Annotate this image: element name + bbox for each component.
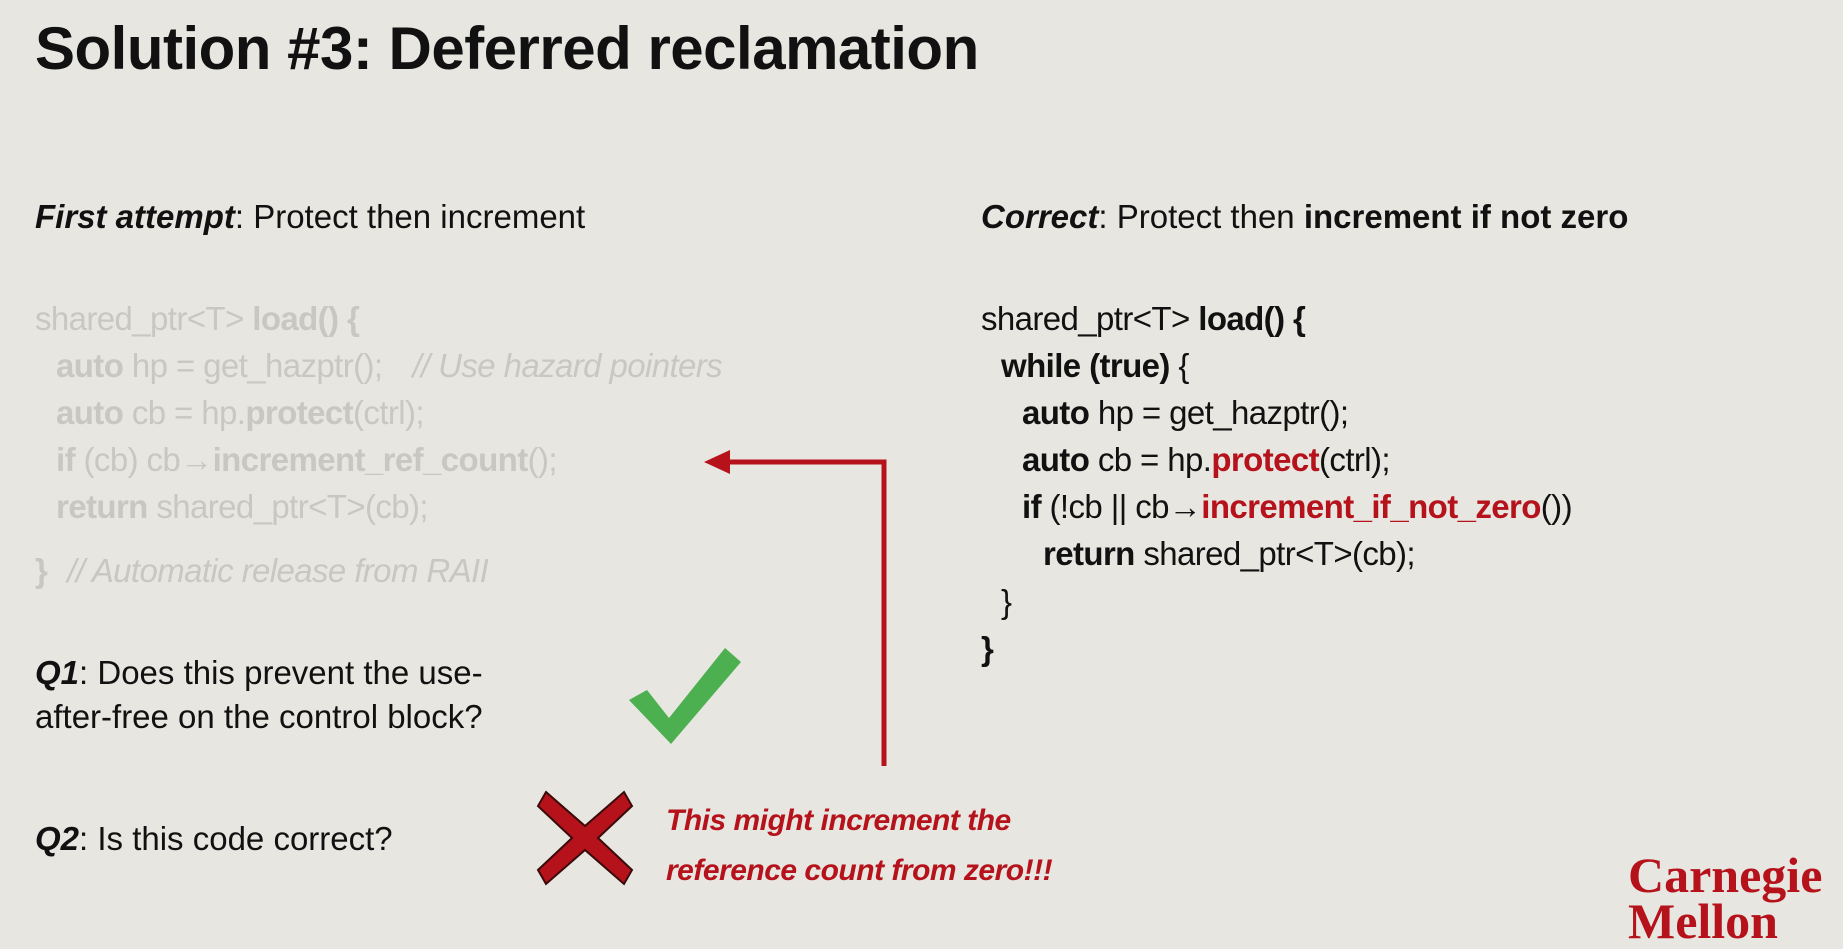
code-line: return shared_ptr<T>(cb); xyxy=(1043,535,1416,572)
code-line: shared_ptr<T> load() { xyxy=(981,300,1306,337)
code-line: auto hp = get_hazptr();// Use hazard poi… xyxy=(56,347,723,384)
left-heading-rest: : Protect then increment xyxy=(234,198,586,235)
left-heading-bold: First attempt xyxy=(35,198,235,235)
question-2: Q2: Is this code correct? xyxy=(35,820,393,857)
right-heading-bold: Correct xyxy=(981,198,1099,235)
code-line: auto hp = get_hazptr(); xyxy=(1022,394,1349,431)
checkmark-icon xyxy=(629,648,741,744)
left-heading: First attempt: Protect then increment xyxy=(35,198,585,236)
question-1: Q1: Does this prevent the use- after-fre… xyxy=(35,654,483,735)
code-line: if (cb) cb→increment_ref_count(); xyxy=(56,441,558,478)
code-line: auto cb = hp.protect(ctrl); xyxy=(56,394,425,431)
cross-icon xyxy=(536,790,634,886)
code-line: }// Automatic release from RAII xyxy=(35,552,489,589)
slide-title: Solution #3: Deferred reclamation xyxy=(35,15,979,82)
cmu-logo: Carnegie Mellon xyxy=(1628,847,1823,949)
code-line: if (!cb || cb→increment_if_not_zero()) xyxy=(1022,488,1573,525)
code-line: auto cb = hp.protect(ctrl); xyxy=(1022,441,1391,478)
right-heading-mid: : Protect then xyxy=(1098,198,1304,235)
right-heading-bold2: increment if not zero xyxy=(1303,198,1629,235)
code-line: return shared_ptr<T>(cb); xyxy=(56,488,429,525)
code-line: shared_ptr<T> load() { xyxy=(35,300,360,337)
right-heading: Correct: Protect then increment if not z… xyxy=(981,198,1628,236)
warning-note: This might increment the reference count… xyxy=(666,804,1053,887)
code-line: } xyxy=(1001,583,1012,620)
code-line: while (true) { xyxy=(1001,347,1189,384)
red-arrow-icon xyxy=(704,450,887,766)
code-line: } xyxy=(981,630,994,667)
